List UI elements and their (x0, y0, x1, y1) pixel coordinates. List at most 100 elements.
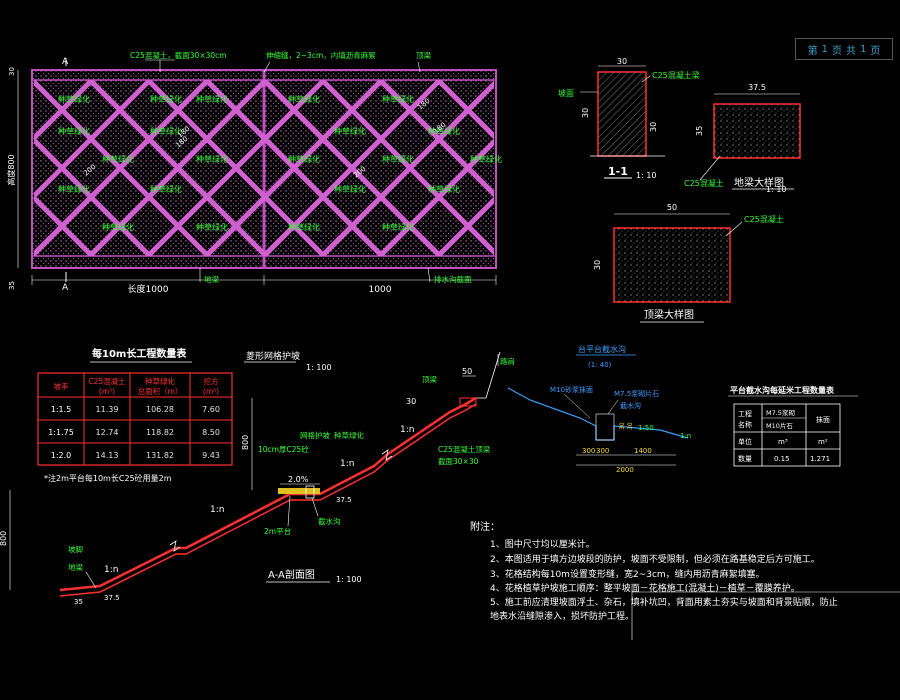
note-6: 地表水沿缝隙渗入，损坏防护工程。 (490, 610, 634, 622)
aa-dim-37a: 37.5 (336, 496, 352, 504)
drain-label-m10: M10砂浆抹面 (550, 385, 593, 394)
qty-cell: 8.50 (202, 428, 220, 437)
dim-left-top: 30 (8, 67, 16, 76)
drain-table-unit-label: 单位 (738, 437, 752, 446)
grass-label: 种草绿化 (334, 184, 366, 194)
aa-grade: 2.0% (288, 475, 309, 484)
aa-dim-37b: 37.5 (104, 594, 120, 602)
sec11-dim-left: 30 (581, 108, 590, 118)
label-c25-top: C25混凝土，截面30×30cm (130, 50, 227, 60)
aa-label-toe: 坡脚 (68, 544, 83, 554)
cap-beam-dim-top: 50 (667, 203, 677, 212)
grass-label: 种草绿化 (288, 94, 320, 104)
ground-beam-dim-left: 35 (695, 126, 704, 136)
quantity-table: 每10m长工程数量表 坡率C25混凝土(m³)种草绿化总面积（m）挖方(m³)1… (37, 347, 233, 483)
grass-label: 种草绿化 (382, 94, 414, 104)
aa-label-ground: 地梁 (68, 562, 83, 572)
note-3: 3、花格结构每10m设置变形缝，宽2~3cm，缝内用沥青麻絮填塞。 (490, 568, 765, 580)
qty-cell: 106.28 (146, 405, 174, 414)
qty-cell: 12.74 (96, 428, 119, 437)
qty-table-title: 每10m长工程数量表 (92, 347, 187, 360)
aa-dim-800a: 800 (241, 435, 250, 450)
qty-cell: 118.82 (146, 428, 174, 437)
aa-title: A-A剖面图 (268, 568, 315, 581)
drain-label-trench: 截水沟 (620, 401, 641, 410)
note-4: 4、花格植草护坡施工顺序：整平坡面－花格施工(混凝土)－植草－覆膜养护。 (490, 582, 800, 594)
grass-label: 种草绿化 (428, 184, 460, 194)
aa-slope-1: 1:n (210, 505, 224, 515)
label-drain: 排水沟截面 (434, 274, 472, 284)
drain-detail: 台平台截水沟 (1: 40) M10砂浆抹面 M7.5浆砌片石 截水沟 1:50… (507, 344, 691, 474)
qty-cell: 14.13 (96, 451, 119, 460)
note-1: 1、图中尺寸均以厘米计。 (490, 538, 595, 550)
diamond-lattice (34, 80, 494, 256)
pager-prefix: 第 (807, 45, 818, 57)
pager-page: 1 (821, 43, 828, 55)
pager-total: 1 (860, 43, 867, 55)
cap-beam-dim-left: 30 (593, 260, 602, 270)
ground-beam-dim-top: 37.5 (748, 83, 766, 92)
drain-label-m75: M7.5浆砌片石 (614, 389, 659, 398)
drain-depth-2: 30 (627, 422, 634, 430)
dim-length-1: 长度1000 (128, 283, 169, 295)
plan-view: 种草绿化种草绿化种草绿化种草绿化种草绿化种草绿化种草绿化种草绿化种草绿化种草绿化… (6, 50, 502, 295)
aa-label-c25pave: 10cm厚C25砼 (258, 444, 309, 454)
drain-slope: 1:50 (638, 424, 654, 432)
aa-dim-800b: 800 (0, 531, 8, 546)
section-1-1: 30 30 30 坡面 C25混凝土梁 1-1 1: 10 (558, 57, 700, 180)
grass-label: 种草绿化 (196, 222, 228, 232)
qty-header-cell: 总面积（m） (138, 386, 183, 396)
drain-table-col1-a: 工程 (738, 409, 752, 418)
section-mark-bottom: A (62, 283, 69, 293)
aa-label-topcap: 顶梁 (422, 375, 437, 384)
pager-mid: 页 (832, 45, 842, 57)
drain-dim-2: 300 (596, 447, 609, 455)
drain-table-qty-label: 数量 (738, 454, 752, 463)
notes-title: 附注： (470, 520, 500, 533)
grass-label: 种草绿化 (288, 222, 320, 232)
ground-beam-detail: 37.5 35 C25混凝土 地梁大样图 1: 10 (684, 83, 801, 194)
sec11-dim-top: 30 (617, 57, 627, 66)
grass-label: 种草绿化 (150, 126, 182, 136)
sec11-title: 1-1 (608, 165, 628, 178)
cap-beam-title: 顶梁大样图 (644, 308, 694, 321)
aa-label-section: 截面30×30 (438, 456, 479, 466)
aa-dim-30: 30 (406, 397, 416, 406)
grass-label: 种草绿化 (196, 154, 228, 164)
page-indicator: 第 1 页 共 1 页 (795, 38, 893, 60)
aa-label-c25beam: C25混凝土顶梁 (438, 444, 491, 454)
ground-beam-label: C25混凝土 (684, 178, 724, 188)
aa-slope-4: 1:n (400, 425, 414, 435)
grass-labels: 种草绿化种草绿化种草绿化种草绿化种草绿化种草绿化种草绿化种草绿化种草绿化种草绿化… (58, 94, 502, 232)
grass-label: 种草绿化 (288, 154, 320, 164)
aa-dim-50: 50 (462, 367, 472, 376)
aa-dim-35: 35 (74, 598, 83, 606)
drain-dim-total: 2000 (616, 466, 634, 474)
grass-label: 种草绿化 (382, 154, 414, 164)
aa-top-scale: 1: 100 (306, 363, 332, 372)
aa-slope-3: 1:n (340, 459, 354, 469)
drain-table-col3: 抹面 (816, 415, 830, 424)
qty-header-cell: 种草绿化 (145, 376, 175, 386)
cap-beam-rect (613, 227, 731, 303)
grass-label: 种草绿化 (470, 154, 502, 164)
section-1-1-rect (597, 71, 647, 157)
note-5: 5、施工前应清理坡面浮土、杂石，填补坑凹，背面用素土夯实与坡面和背景贴顺，防止 (490, 596, 838, 608)
pager-total-prefix: 共 (846, 45, 856, 57)
qty-header-cell: 挖方 (204, 376, 219, 386)
cap-beam-detail: 50 30 C25混凝土 顶梁大样图 (593, 203, 784, 323)
drain-title: 台平台截水沟 (578, 344, 626, 354)
grass-label: 种草绿化 (58, 126, 90, 136)
qty-cell: 11.39 (96, 405, 119, 414)
aa-label-top: 路肩 (500, 356, 515, 366)
qty-header-cell: (m³) (99, 387, 115, 396)
qty-cell: 9.43 (202, 451, 220, 460)
sec11-scale: 1: 10 (636, 171, 657, 180)
grass-label: 种草绿化 (150, 94, 182, 104)
aa-label-drain: 截水沟 (318, 516, 341, 526)
drain-table-qty2: 1.271 (810, 455, 830, 463)
aa-label-grid: 网格护坡 (300, 430, 330, 440)
dim-height: 高度800 (6, 154, 16, 185)
qty-table-note: *注2m平台每10m长C25砼用量2m (44, 473, 172, 483)
notes-block: 附注： 1、图中尺寸均以厘米计。 2、本图适用于填方边坡段的防护，坡面不受限制，… (470, 520, 900, 640)
